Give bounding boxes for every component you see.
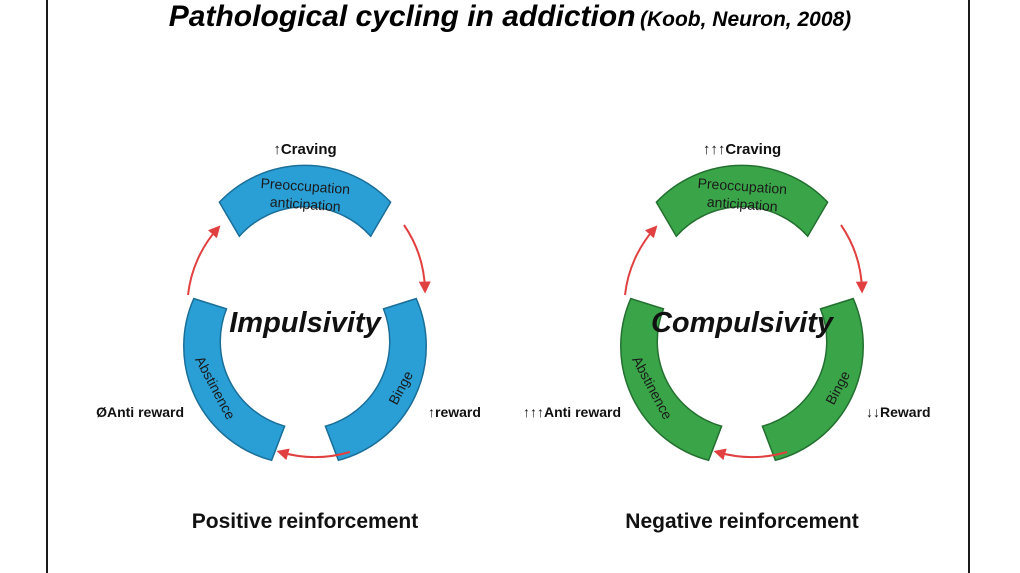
left-arrow-binge-to-abstinence xyxy=(276,448,351,461)
left-craving-label: ↑Craving xyxy=(273,141,336,158)
right-segment-binge xyxy=(761,297,864,462)
right-cycle: ↑↑↑Craving Preoccupation anticipation Bi… xyxy=(523,141,931,533)
right-craving-label: ↑↑↑Craving xyxy=(703,141,781,158)
left-anti-reward-label: ØAnti reward xyxy=(96,404,184,420)
right-segment-top-label-2: anticipation xyxy=(706,194,778,215)
left-arrow-top-to-binge xyxy=(403,224,431,294)
right-segment-top-label-1: Preoccupation xyxy=(697,175,787,197)
left-segment-top-label-2: anticipation xyxy=(269,194,341,215)
right-segment-abstinence xyxy=(620,297,723,462)
left-segment-preoccupation xyxy=(218,164,392,238)
slide-title: Pathological cycling in addiction (Koob,… xyxy=(0,0,1020,34)
right-arrow-binge-to-abstinence xyxy=(713,448,788,461)
left-arrow-abstinence-to-top xyxy=(187,225,221,296)
right-reward-label: ↓↓Reward xyxy=(866,404,931,420)
right-arrow-top-to-binge xyxy=(840,224,868,294)
right-center-label: Compulsivity xyxy=(651,307,835,339)
right-segment-preoccupation xyxy=(655,164,829,238)
title-citation: (Koob, Neuron, 2008) xyxy=(639,8,852,31)
right-caption: Negative reinforcement xyxy=(625,510,858,533)
left-segment-abstinence xyxy=(183,297,286,462)
left-reward-label: ↑reward xyxy=(428,404,481,420)
left-center-label: Impulsivity xyxy=(229,307,382,339)
right-anti-reward-label: ↑↑↑Anti reward xyxy=(523,404,621,420)
right-arrow-abstinence-to-top xyxy=(624,225,658,296)
left-segment-binge xyxy=(324,297,427,462)
left-caption: Positive reinforcement xyxy=(192,510,418,533)
title-main: Pathological cycling in addiction xyxy=(168,0,636,33)
left-segment-top-label-1: Preoccupation xyxy=(260,175,350,197)
left-cycle: ↑Craving Preoccupation anticipation Bing… xyxy=(96,141,481,533)
slide-frame xyxy=(46,0,970,573)
